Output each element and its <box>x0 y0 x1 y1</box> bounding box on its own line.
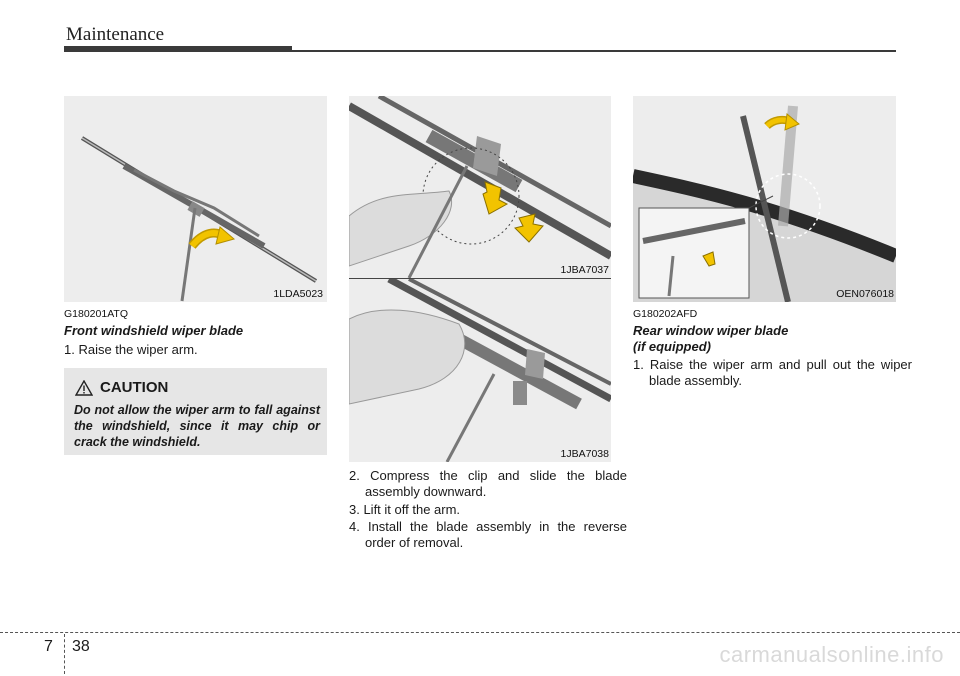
step-item: 4. Install the blade assembly in the rev… <box>349 519 627 550</box>
step-item: 1. Raise the wiper arm. <box>64 342 198 357</box>
section-title: Rear window wiper blade <box>633 323 789 338</box>
reference-code: G180202AFD <box>633 308 698 320</box>
chapter-number: 7 <box>44 638 53 655</box>
figure-divider <box>349 278 611 279</box>
footer-rule <box>0 632 960 633</box>
step-item: 2. Compress the clip and slide the blade… <box>349 468 627 499</box>
step-item: 1. Raise the wiper arm and pull out the … <box>633 357 912 388</box>
front-wiper-figure: 1LDA5023 <box>64 96 327 302</box>
page-header-title: Maintenance <box>66 24 165 45</box>
blade-slide-figure: 1JBA7038 <box>349 279 611 462</box>
figure-code: 1JBA7037 <box>560 264 609 276</box>
figure-code: 1LDA5023 <box>273 288 323 300</box>
figure-code: OEN076018 <box>836 288 894 300</box>
footer-separator <box>64 634 65 674</box>
clip-compress-illustration <box>349 96 611 278</box>
front-wiper-illustration <box>80 136 318 302</box>
caution-box <box>64 368 327 455</box>
section-title: Front windshield wiper blade <box>64 323 244 338</box>
caution-title: CAUTION <box>100 379 169 396</box>
watermark: carmanualsonline.info <box>719 642 944 667</box>
reference-code: G180201ATQ <box>64 308 129 320</box>
header-rule-thick <box>64 46 292 52</box>
page-number: 38 <box>72 638 90 655</box>
warning-icon <box>75 380 93 396</box>
rear-wiper-illustration <box>633 105 896 302</box>
rear-wiper-figure: OEN076018 <box>633 96 896 302</box>
clip-compress-figure: 1JBA7037 <box>349 96 611 278</box>
step-item: 3. Lift it off the arm. <box>349 502 461 517</box>
header-rule-thin <box>292 50 896 52</box>
section-subtitle: (if equipped) <box>633 339 711 354</box>
blade-slide-illustration <box>349 279 611 462</box>
figure-code: 1JBA7038 <box>560 448 609 460</box>
caution-text: Do not allow the wiper arm to fall again… <box>74 403 320 449</box>
